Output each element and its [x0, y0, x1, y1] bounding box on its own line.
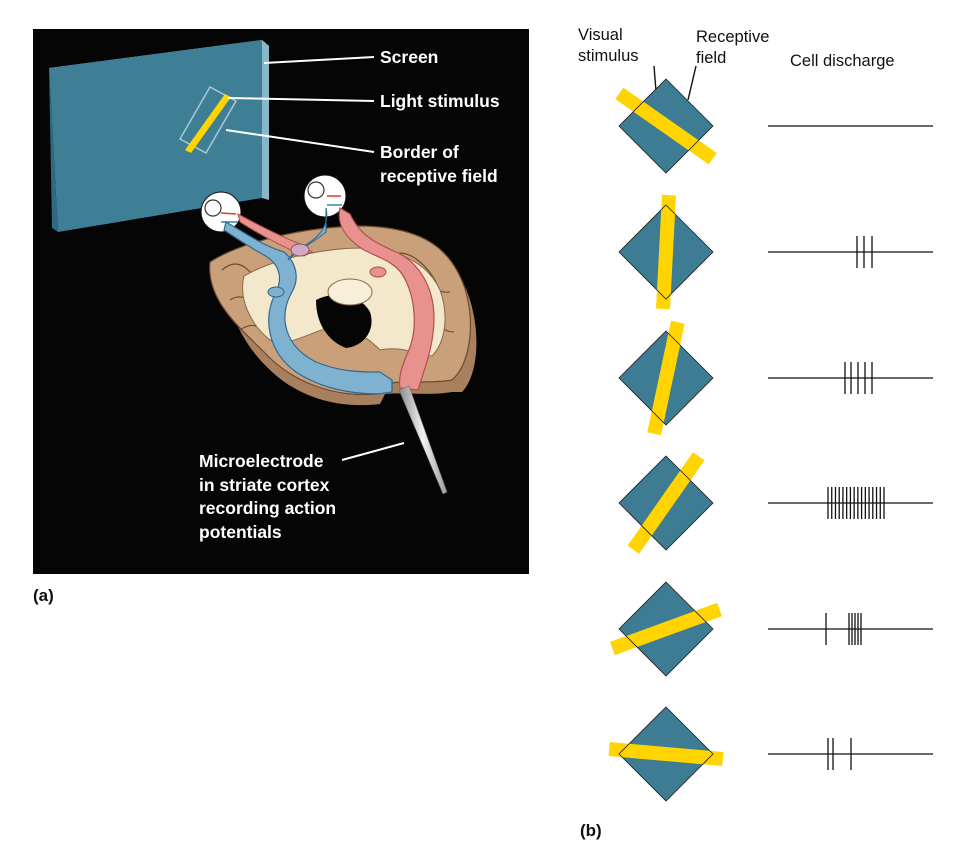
header-visual-stimulus-line2: stimulus — [578, 47, 639, 65]
label-microelectrode-line2: in striate cortex — [199, 475, 330, 495]
label-light-stimulus: Light stimulus — [380, 91, 500, 111]
panel-b: Visual stimulus Receptive field Cell dis… — [578, 26, 933, 802]
label-microelectrode-line3: recording action — [199, 498, 336, 518]
stimulus-bar — [647, 320, 685, 436]
stimulus-bar — [608, 742, 724, 766]
panel-b-tag: (b) — [580, 821, 602, 840]
label-border-line1: Border of — [380, 142, 459, 162]
microelectrode — [398, 385, 448, 495]
label-screen: Screen — [380, 47, 438, 67]
trial-row — [608, 706, 933, 802]
stimulus-bar — [627, 452, 705, 554]
trials — [608, 78, 933, 802]
receptive-field-outline — [618, 581, 714, 677]
label-microelectrode-line1: Microelectrode — [199, 451, 324, 471]
trial-row — [610, 581, 933, 677]
header-receptive-field-line2: field — [696, 49, 726, 67]
light-stimulus-bar — [185, 94, 231, 153]
left-eye — [200, 191, 242, 233]
border-leader — [225, 129, 375, 153]
trial-row — [618, 452, 933, 554]
label-border-line2: receptive field — [380, 166, 498, 186]
stimulus-bar — [610, 602, 722, 656]
receptive-field-outline — [618, 706, 714, 802]
header-receptive-field-line1: Receptive — [696, 28, 769, 46]
receptive-field-outline — [618, 204, 714, 300]
panel-a-tag: (a) — [33, 586, 54, 605]
right-eye — [303, 174, 347, 218]
panel-a: Screen Light stimulus Border of receptiv… — [33, 29, 529, 574]
screen-leader — [263, 56, 375, 64]
label-microelectrode-line4: potentials — [199, 522, 282, 542]
trial-row — [618, 194, 933, 310]
receptive-field-outline — [618, 78, 714, 174]
brain-section — [209, 207, 477, 406]
light-stimulus-leader — [227, 97, 375, 102]
header-cell-discharge: Cell discharge — [790, 52, 895, 70]
receptive-field-leader — [687, 65, 697, 101]
receptive-field-outline — [618, 330, 714, 426]
stimulus-bar — [615, 87, 717, 165]
stimulus-bar — [656, 194, 676, 310]
trial-row — [618, 320, 933, 436]
microelectrode-leader — [341, 442, 405, 461]
header-visual-stimulus-line1: Visual — [578, 26, 623, 44]
trial-row — [615, 78, 933, 174]
receptive-field-outline — [618, 455, 714, 551]
